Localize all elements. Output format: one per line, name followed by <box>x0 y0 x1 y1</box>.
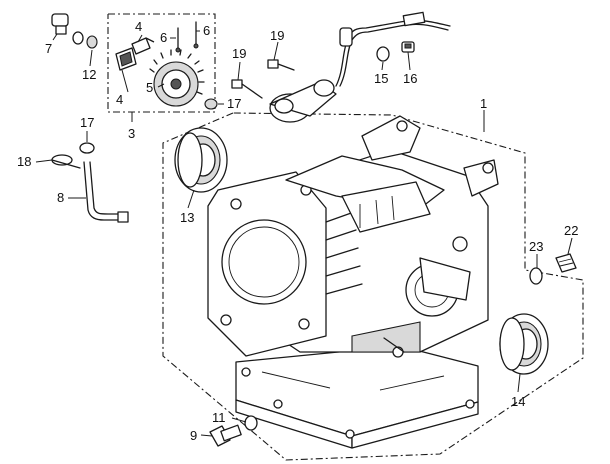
bolt-19-left <box>231 79 263 99</box>
leader-lines <box>35 30 573 437</box>
governor-slider <box>131 37 155 55</box>
label-part-18: 18 <box>17 154 31 169</box>
label-part-12: 12 <box>82 67 96 82</box>
retaining-clip-18 <box>51 154 81 169</box>
bolt-19-upper <box>267 59 295 71</box>
washer-17-upper <box>204 98 218 110</box>
washer-11 <box>244 415 258 431</box>
label-part-8: 8 <box>57 190 64 205</box>
label-part-9: 9 <box>190 428 197 443</box>
drain-bolt-upper <box>555 253 577 273</box>
label-part-4-top: 4 <box>135 19 142 34</box>
governor-group-boundary <box>107 13 216 113</box>
label-part-7: 7 <box>45 41 52 56</box>
washer-17-lower <box>79 142 95 154</box>
drain-bolt-lower <box>209 424 242 447</box>
o-ring-7 <box>72 31 84 45</box>
dipstick-cap <box>51 13 69 35</box>
washer-12 <box>86 35 98 49</box>
label-part-15: 15 <box>374 71 388 86</box>
label-part-17-upper: 17 <box>227 96 241 111</box>
label-part-4-bottom: 4 <box>116 92 123 107</box>
label-part-19-left: 19 <box>232 46 246 61</box>
crankcase <box>207 115 499 449</box>
part-numbers: 1 3 4 4 5 6 6 7 8 9 11 12 13 14 15 16 17… <box>17 19 578 443</box>
label-part-16: 16 <box>403 71 417 86</box>
grommet-16 <box>401 41 415 53</box>
grommet-15 <box>376 46 390 62</box>
label-part-14: 14 <box>511 394 525 409</box>
label-part-11: 11 <box>212 410 226 425</box>
label-part-3: 3 <box>128 126 135 141</box>
oil-alert-housing <box>269 79 337 123</box>
label-part-6-right: 6 <box>203 23 210 38</box>
governor-gear <box>149 49 205 107</box>
label-part-1: 1 <box>480 96 487 111</box>
label-part-23: 23 <box>529 239 543 254</box>
governor-weight <box>115 47 137 71</box>
oil-alert-wire <box>335 19 451 87</box>
label-part-17-left: 17 <box>80 115 94 130</box>
label-part-22: 22 <box>564 223 578 238</box>
oil-seal-right <box>499 313 549 375</box>
washer-23 <box>529 267 543 285</box>
label-part-13: 13 <box>180 210 194 225</box>
label-part-19-right: 19 <box>270 28 284 43</box>
crankcase-group-boundary <box>162 112 584 461</box>
oil-seal-left <box>174 127 228 193</box>
label-part-6-left: 6 <box>160 30 167 45</box>
governor-arm-shaft <box>83 161 129 223</box>
label-part-5: 5 <box>146 80 153 95</box>
